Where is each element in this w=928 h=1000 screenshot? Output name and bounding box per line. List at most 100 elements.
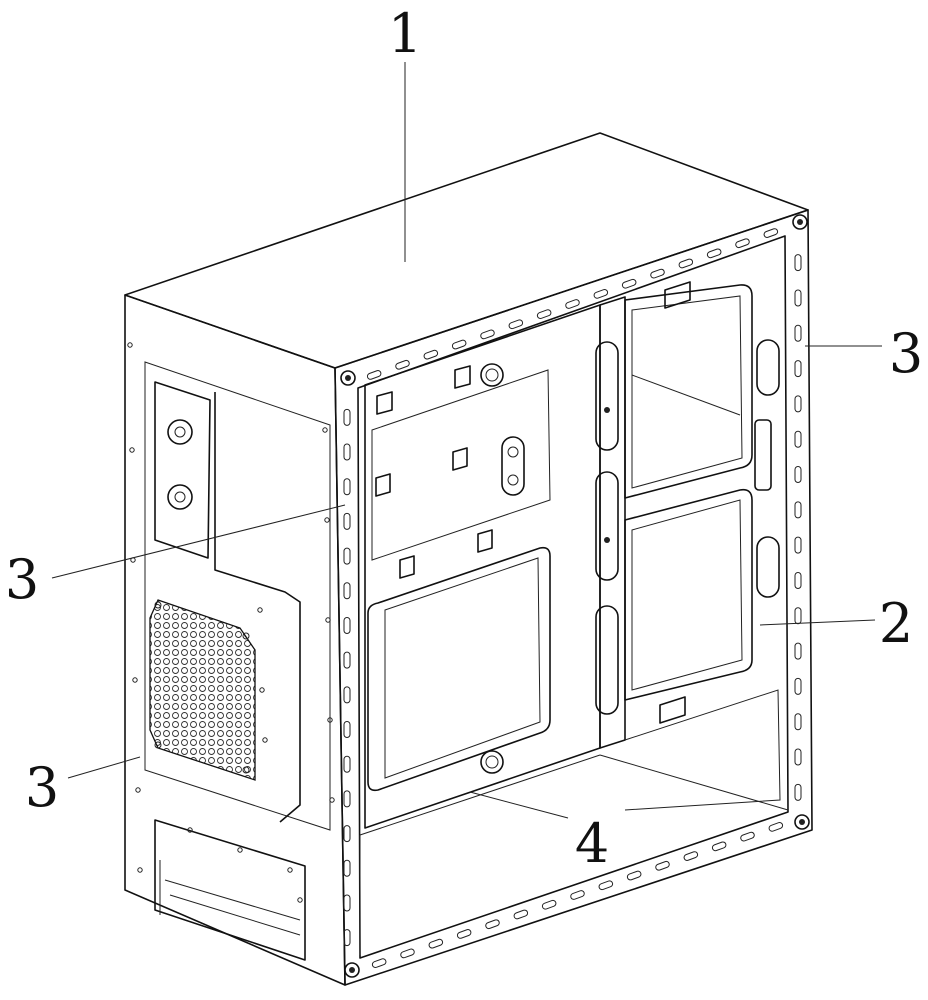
frame-slot: [794, 395, 802, 413]
frame-slot: [794, 642, 802, 660]
rivet: [259, 687, 265, 693]
frame-slot: [343, 408, 351, 426]
frame-slot: [794, 713, 802, 731]
callout-3-left-middle: 3: [5, 548, 39, 611]
frame-slot: [794, 783, 802, 801]
upper-mount-plate: [154, 381, 211, 559]
frame-slot: [343, 443, 351, 461]
frame-slot: [480, 329, 495, 340]
front-frame-inner: [357, 235, 789, 959]
frame-slot: [794, 677, 802, 695]
callout-3-left-lower: 3: [25, 756, 59, 819]
frame-slot: [794, 430, 802, 448]
frame-slot: [650, 268, 665, 279]
rivet: [257, 607, 263, 613]
rivet: [324, 517, 330, 523]
frame-slot: [794, 501, 802, 519]
case-body: [124, 132, 813, 986]
frame-slot: [794, 536, 802, 554]
callout-1: 1: [388, 2, 422, 65]
frame-slot: [423, 349, 439, 360]
lower-cutout: [367, 546, 551, 792]
frame-slot: [655, 860, 670, 871]
frame-slot: [593, 288, 609, 299]
rivet: [287, 867, 293, 873]
frame-slot: [428, 938, 444, 949]
frame-slot: [536, 309, 552, 320]
top-panel: [124, 132, 809, 369]
drive-cage: [624, 281, 781, 811]
divider-column: [595, 296, 626, 749]
frame-slot: [343, 547, 351, 565]
frame-slot: [343, 894, 351, 912]
callout-labels: 1 3 3 2 3 4: [5, 2, 923, 875]
rivet: [187, 827, 193, 833]
frame-slot: [343, 859, 351, 877]
rivet: [322, 427, 328, 433]
frame-slot: [794, 748, 802, 766]
frame-slot: [366, 370, 382, 380]
frame-slot: [343, 755, 351, 773]
frame-slot: [706, 248, 722, 259]
frame-slot: [343, 686, 351, 704]
fan-grille: [149, 599, 256, 781]
frame-slot: [343, 512, 351, 530]
frame-slot: [598, 880, 614, 891]
frame-slot: [794, 607, 802, 625]
frame-slot: [508, 319, 524, 330]
frame-slot: [621, 278, 637, 289]
rivet: [237, 847, 243, 853]
frame-slot: [794, 571, 802, 589]
rivet: [262, 737, 268, 743]
frame-slot: [541, 899, 557, 910]
rivet: [327, 717, 333, 723]
frame-slot: [343, 651, 351, 669]
front-frame-outer: [334, 209, 813, 986]
left-panel-details: [127, 342, 335, 961]
frame-slot: [794, 466, 802, 484]
rivet: [329, 797, 335, 803]
frame-slot: [740, 831, 755, 842]
frame-slot: [678, 258, 694, 269]
callout-4: 4: [575, 812, 609, 875]
motherboard-tray: [364, 304, 601, 829]
frame-slot: [343, 721, 351, 739]
frame-slot: [763, 228, 779, 238]
frame-slot: [513, 909, 529, 920]
frame-slot: [683, 851, 699, 861]
frame-slot: [565, 299, 580, 309]
frame-slot: [343, 478, 351, 496]
frame-slot: [395, 359, 410, 370]
rivet: [137, 867, 143, 873]
frame-slot: [456, 929, 472, 939]
frame-slot: [794, 254, 802, 272]
leader-lines: [51, 62, 882, 819]
rivet: [297, 897, 303, 903]
frame-slot: [343, 616, 351, 634]
frame-slot: [735, 238, 750, 249]
frame-slot: [451, 339, 467, 350]
frame-slot: [343, 825, 351, 843]
frame-slot: [343, 929, 351, 947]
frame-slot: [343, 582, 351, 600]
frame-slot: [794, 324, 802, 342]
callout-3-upper-right: 3: [889, 322, 923, 385]
frame-slot: [570, 890, 585, 900]
rivet: [135, 787, 141, 793]
frame-slot: [768, 821, 784, 832]
frame-slot: [485, 919, 500, 930]
frame-slot: [711, 841, 727, 852]
frame-slots: [343, 228, 802, 969]
frame-slot: [400, 948, 415, 959]
frame-slot: [371, 958, 387, 969]
frame-slot: [343, 790, 351, 808]
frame-slot: [794, 289, 802, 307]
psu-opening: [154, 819, 306, 961]
frame-slot: [626, 870, 642, 881]
rivet: [325, 617, 331, 623]
corner-bolts: [340, 214, 810, 978]
callout-2: 2: [879, 592, 913, 655]
rivet: [127, 342, 133, 348]
rivet: [132, 677, 138, 683]
